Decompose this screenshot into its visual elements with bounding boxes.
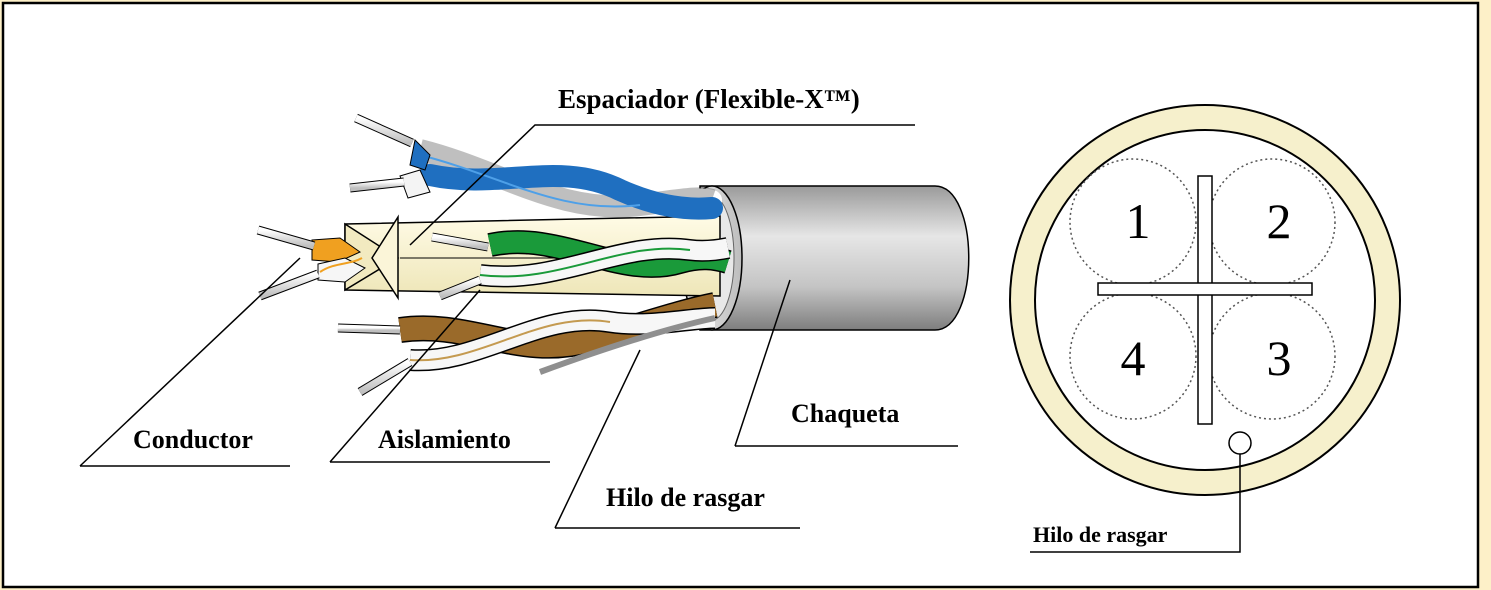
cable-illustration: [256, 113, 970, 396]
pair-number-4: 4: [1121, 330, 1146, 386]
label-ripcord: Hilo de rasgar: [606, 483, 765, 512]
label-conductor: Conductor: [133, 425, 253, 454]
spacer-vertical: [1197, 175, 1213, 425]
leader-lines: [79, 124, 958, 529]
label-insulation: Aislamiento: [378, 425, 511, 454]
pair-number-1: 1: [1126, 193, 1151, 249]
brown-pair: [337, 292, 718, 396]
green-pair: [431, 230, 732, 301]
label-jacket: Chaqueta: [791, 399, 899, 428]
ripcord-dot: [1228, 431, 1252, 455]
ripcord-filament: [538, 315, 716, 375]
blue-pair: [349, 113, 723, 220]
label-ripcord-section: Hilo de rasgar: [1033, 522, 1168, 547]
cross-section: 1 2 3 4: [1009, 104, 1401, 553]
orange-pair: [256, 225, 366, 301]
pair-number-2: 2: [1267, 193, 1292, 249]
pair-circle-1: [1069, 158, 1197, 286]
pair-number-3: 3: [1267, 330, 1292, 386]
pair-circle-2: [1208, 158, 1336, 286]
label-spacer: Espaciador (Flexible-X™): [558, 84, 860, 114]
spacer-horizontal: [1097, 282, 1313, 296]
